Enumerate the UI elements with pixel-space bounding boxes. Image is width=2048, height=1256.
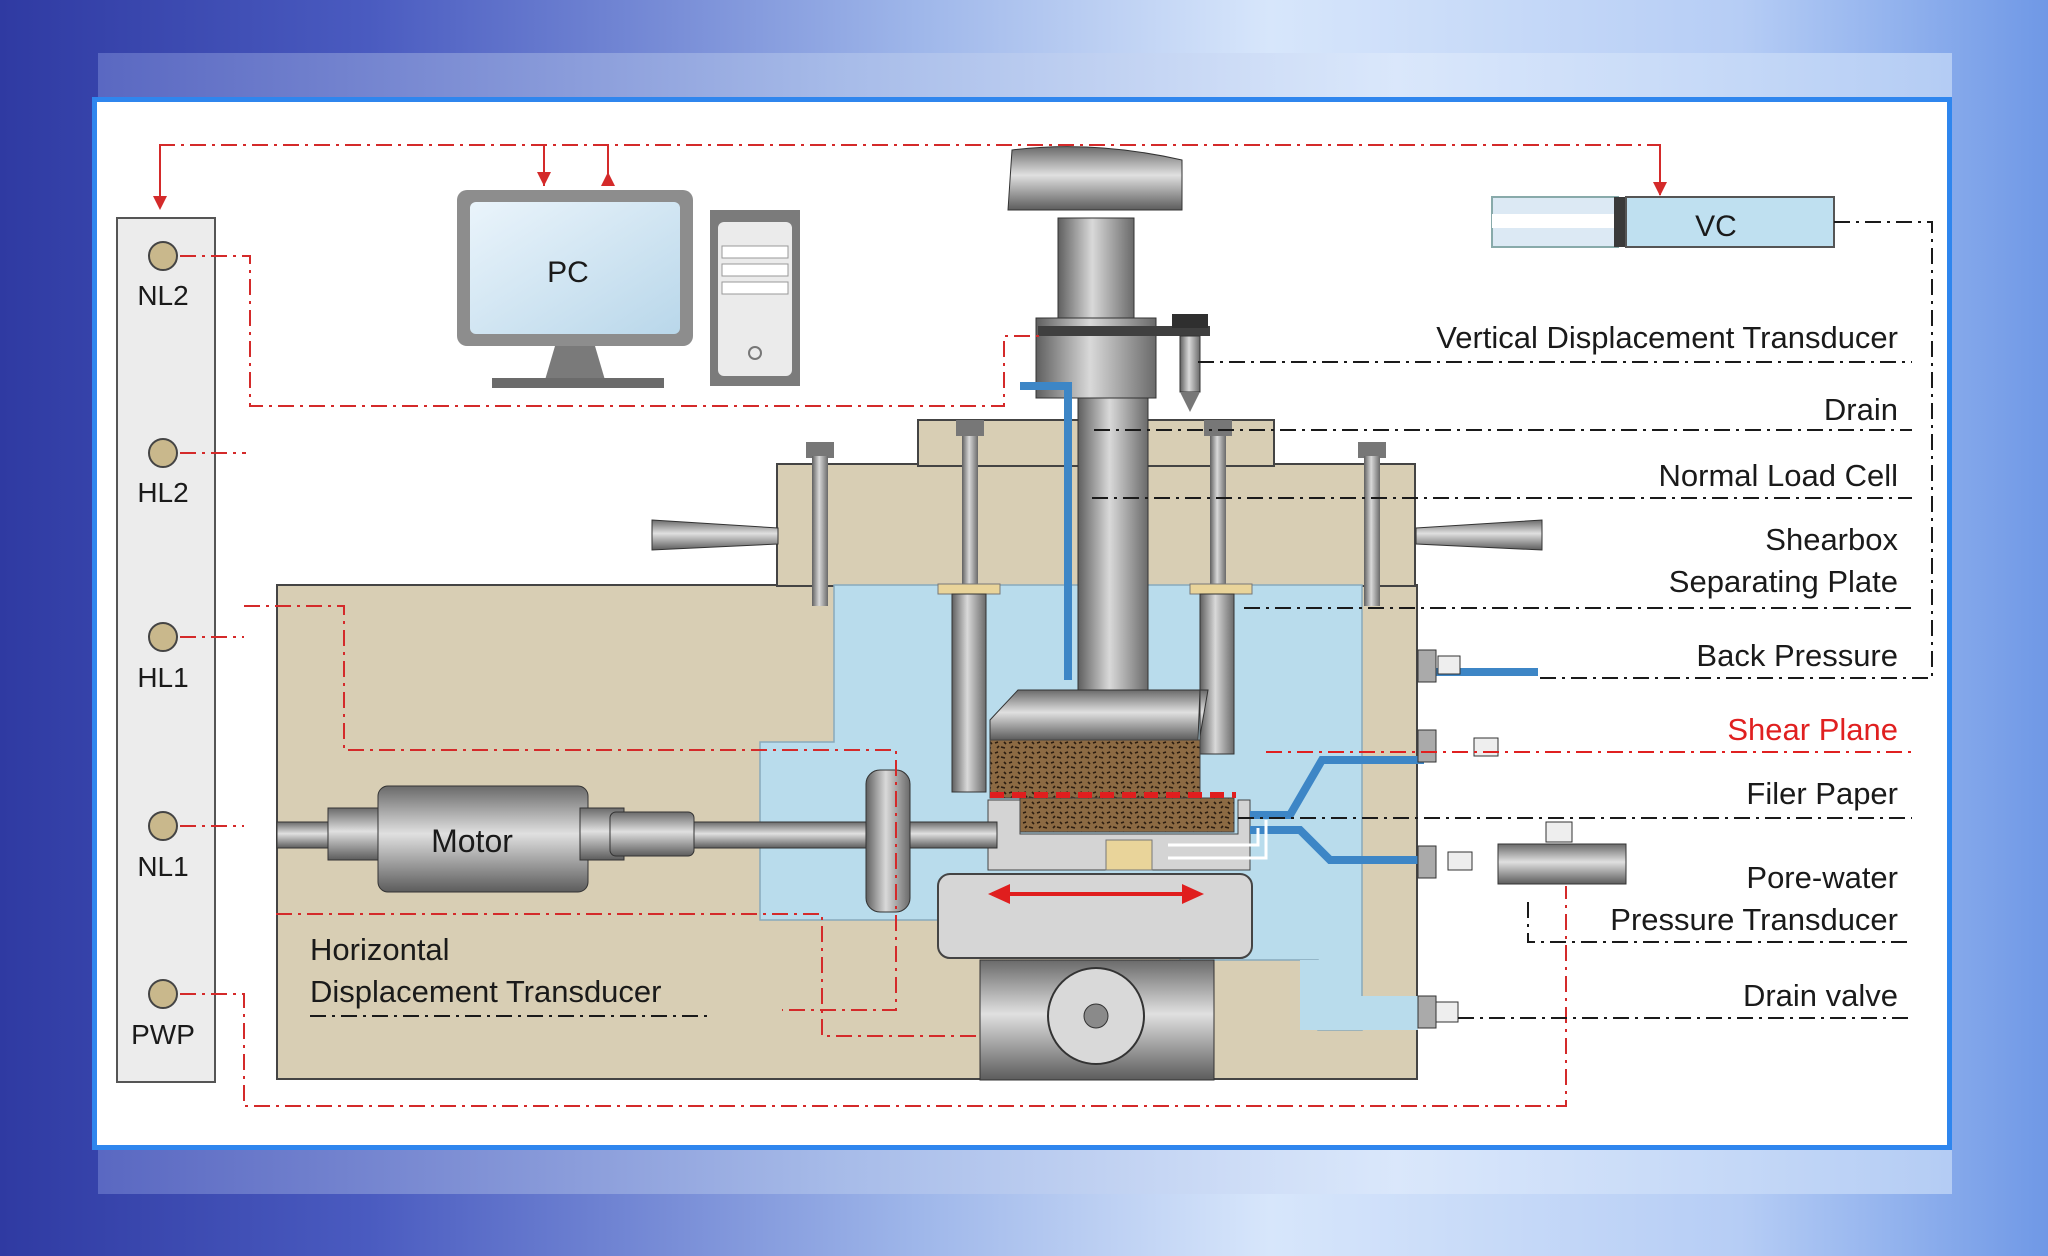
nl2-label: NL2 <box>137 280 188 311</box>
shearbox-wall-left <box>951 593 987 793</box>
piston-shaft <box>1077 397 1149 691</box>
channel-nl2: NL2 <box>137 241 189 311</box>
shear-valve-icon <box>1473 737 1499 757</box>
volume-controller: VC <box>1491 196 1835 248</box>
shear-plane-label: Shear Plane <box>1727 712 1898 747</box>
arrow-up-icon <box>601 172 615 186</box>
transducer-tip <box>1180 392 1200 412</box>
soil-sample-lower <box>1019 797 1235 833</box>
pore-pressure-transducer-icon <box>1497 843 1627 885</box>
load-ring-icon <box>865 769 911 913</box>
back-pressure-label: Back Pressure <box>1696 638 1898 673</box>
vertical-transducer-icon <box>1179 335 1201 393</box>
pressure-transducer-label: Pressure Transducer <box>1610 902 1898 937</box>
separating-plate-left <box>937 583 1001 595</box>
pc-monitor: PC <box>457 190 693 388</box>
horizontal-label-line2: Displacement Transducer <box>310 974 662 1009</box>
drain-label: Drain <box>1824 392 1898 427</box>
drain-valve-icon <box>1435 1001 1459 1023</box>
arrow-down-icon <box>153 196 167 210</box>
left-handle-icon <box>651 519 779 551</box>
drainage-lines-white <box>1168 820 1268 860</box>
drain-channel <box>1300 960 1418 1030</box>
vc-label: VC <box>1695 210 1737 243</box>
pc-tower-icon <box>710 210 800 386</box>
loading-cap <box>989 689 1209 741</box>
motor-label: Motor <box>431 823 513 859</box>
carriage <box>937 873 1253 959</box>
transducer-head <box>1172 314 1208 328</box>
transducer-bracket <box>1038 326 1210 336</box>
porous-stone <box>1105 839 1153 871</box>
hl1-port-icon <box>148 622 178 652</box>
valves <box>1417 649 1627 1029</box>
pwp-valve-icon <box>1447 851 1473 871</box>
hl1-label: HL1 <box>137 662 188 693</box>
horizontal-label-line1: Horizontal <box>310 932 450 967</box>
load-knob-icon <box>1007 146 1183 211</box>
drain-tube <box>1020 382 1072 680</box>
pwp-label: PWP <box>131 1019 195 1050</box>
bottom-band <box>98 1150 1952 1194</box>
separating-plate-label: Separating Plate <box>1669 564 1898 599</box>
channel-pwp: PWP <box>131 979 195 1050</box>
arrow-down-icon <box>1653 182 1667 196</box>
soil-sample-upper <box>989 739 1201 799</box>
top-band <box>98 53 1952 97</box>
channel-hl1: HL1 <box>137 622 189 693</box>
nl1-label: NL1 <box>137 851 188 882</box>
pc-label: PC <box>547 256 589 289</box>
separating-plate-right <box>1189 583 1253 595</box>
nl1-port-icon <box>148 811 178 841</box>
arrow-down-icon <box>537 172 551 186</box>
coupling-icon <box>609 811 695 857</box>
back-pressure-valve-icon <box>1437 655 1461 675</box>
normal-load-cell-label: Normal Load Cell <box>1659 458 1899 493</box>
drainage-lines <box>1250 756 1424 864</box>
arrow-left-icon <box>988 884 1010 904</box>
piston-upper <box>1057 217 1135 319</box>
channel-hl2: HL2 <box>137 438 189 508</box>
drain-valve-label: Drain valve <box>1743 978 1898 1013</box>
vertical-displacement-transducer-label: Vertical Displacement Transducer <box>1436 320 1898 355</box>
shearbox-wall-right <box>1199 593 1235 755</box>
nl2-port-icon <box>148 241 178 271</box>
pore-water-label: Pore-water <box>1746 860 1898 895</box>
channel-nl1: NL1 <box>137 811 189 882</box>
leader-lines <box>310 221 1933 1019</box>
signal-arrow-stems <box>159 145 1661 204</box>
bolt-icons <box>806 420 1386 606</box>
arrow-right-icon <box>1182 884 1204 904</box>
lower-shearbox <box>987 799 1251 871</box>
filer-paper-label: Filer Paper <box>1746 776 1898 811</box>
right-handle-icon <box>1415 519 1543 551</box>
hl2-port-icon <box>148 438 178 468</box>
shearbox-label: Shearbox <box>1765 522 1898 557</box>
hl2-label: HL2 <box>137 477 188 508</box>
wheel-hub <box>1083 1003 1109 1029</box>
pwp-port-icon <box>148 979 178 1009</box>
